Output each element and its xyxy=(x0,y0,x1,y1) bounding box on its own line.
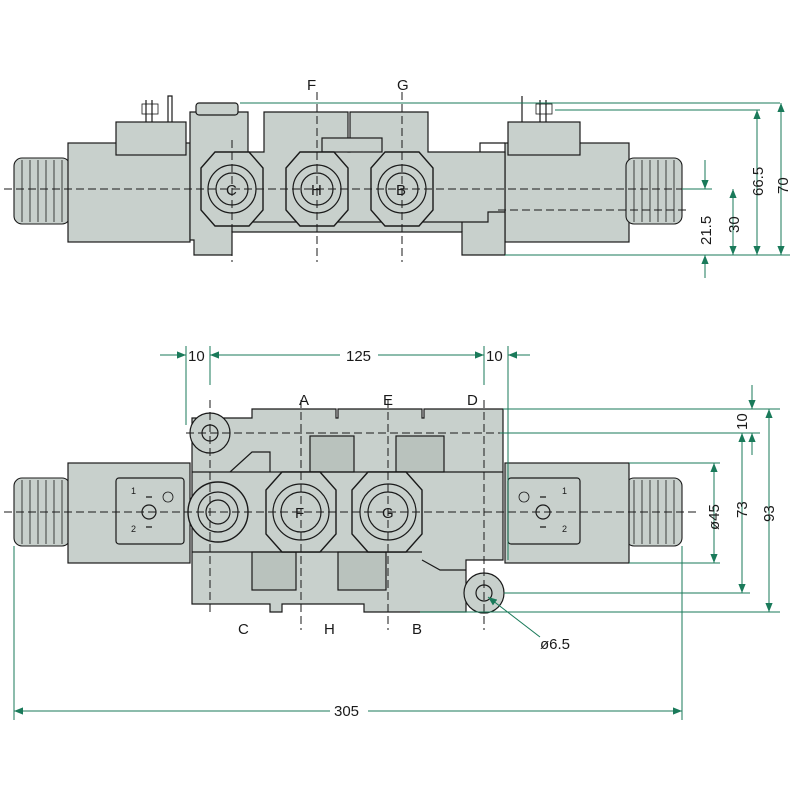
front-label-c: C xyxy=(238,621,249,638)
right-coil-top xyxy=(504,142,630,243)
right-plug-front xyxy=(507,477,581,545)
dim-overall-305: 305 xyxy=(334,703,359,720)
dim-30: 30 xyxy=(726,216,743,233)
dim-top-right-10: 10 xyxy=(486,348,503,365)
dim-70: 70 xyxy=(775,177,792,194)
pin-label-2-right: 2 xyxy=(562,524,567,534)
front-label-g: G xyxy=(382,505,394,522)
right-connector-top xyxy=(507,121,581,156)
top-view: C H B F G 21.5 30 66.5 70 xyxy=(4,77,792,278)
front-label-a: A xyxy=(299,392,309,409)
left-plug-front xyxy=(115,477,185,545)
front-label-b: B xyxy=(412,621,422,638)
front-label-f: F xyxy=(295,505,304,522)
pin-label-1-left: 1 xyxy=(131,486,136,496)
dim-right-10: 10 xyxy=(734,413,751,430)
top-label-b: B xyxy=(396,182,406,199)
top-label-h: H xyxy=(311,182,322,199)
hole-diameter-label: ø6.5 xyxy=(540,636,570,653)
pin-label-1-right: 1 xyxy=(562,486,567,496)
dim-right-93: 93 xyxy=(761,505,778,522)
top-label-f: F xyxy=(307,77,316,94)
dim-66-5: 66.5 xyxy=(750,167,767,196)
dim-top-left-10: 10 xyxy=(188,348,205,365)
dim-right-d45: ø45 xyxy=(706,504,723,530)
left-connector-top xyxy=(115,121,187,156)
front-label-h: H xyxy=(324,621,335,638)
front-view: 1 2 1 2 xyxy=(4,346,780,720)
top-label-c: C xyxy=(226,182,237,199)
top-label-g: G xyxy=(397,77,409,94)
pin-label-2-left: 2 xyxy=(131,524,136,534)
front-label-e: E xyxy=(383,392,393,409)
front-label-d: D xyxy=(467,392,478,409)
left-coil-top xyxy=(67,142,191,243)
dim-21-5: 21.5 xyxy=(698,216,715,245)
right-knob-top xyxy=(625,157,683,225)
dim-right-73: 73 xyxy=(734,501,751,518)
dim-top-125: 125 xyxy=(346,348,371,365)
